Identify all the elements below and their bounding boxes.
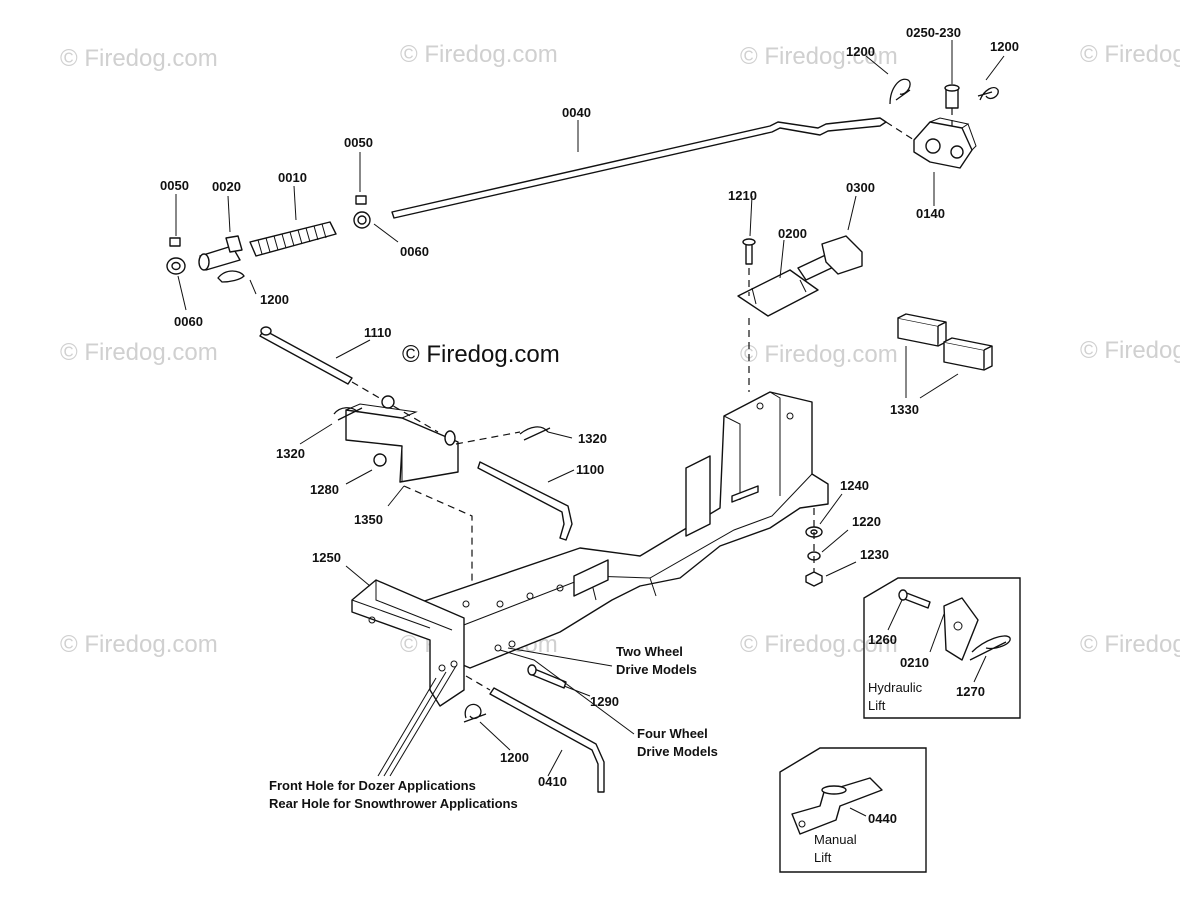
callout-1200: 1200	[500, 750, 529, 765]
callout-0250-230: 0250-230	[906, 25, 961, 40]
callout-0050: 0050	[344, 135, 373, 150]
watermark: © Firedog.com	[740, 631, 898, 658]
spring-assembly	[166, 195, 371, 283]
bracket-0200	[737, 238, 819, 392]
hairpin-clip	[463, 703, 487, 723]
note-two-wheel-line1: Two Wheel	[616, 644, 683, 659]
note-two-wheel-line2: Drive Models	[616, 662, 697, 677]
callout-1260: 1260	[868, 632, 897, 647]
callout-0010: 0010	[278, 170, 307, 185]
rod-0040	[391, 117, 887, 219]
callout-1330: 1330	[890, 402, 919, 417]
hardware-stack	[805, 508, 823, 587]
callout-1100: 1100	[576, 462, 604, 477]
pin-0250-230	[944, 84, 960, 109]
watermark: © Firedog.com	[740, 341, 898, 368]
hydraulic-caption-line2: Lift	[868, 698, 886, 713]
callout-1250: 1250	[312, 550, 341, 565]
callout-1210: 1210	[728, 188, 757, 203]
watermark: © Firedog.com	[1080, 631, 1180, 658]
callout-1320: 1320	[276, 446, 305, 461]
watermark: © Firedog.com	[1080, 41, 1180, 68]
callout-1350: 1350	[354, 512, 383, 527]
callout-0300: 0300	[846, 180, 875, 195]
bracket-0140	[885, 108, 977, 169]
callout-0040: 0040	[562, 105, 591, 120]
callout-1200: 1200	[846, 44, 875, 59]
weights-1330	[897, 313, 993, 371]
callout-1200: 1200	[260, 292, 289, 307]
callout-1110: 1110	[364, 325, 392, 340]
callout-1230: 1230	[860, 547, 889, 562]
callout-1280: 1280	[310, 482, 339, 497]
callout-1270: 1270	[956, 684, 985, 699]
note-four-wheel-line1: Four Wheel	[637, 726, 708, 741]
watermark: © Firedog.com	[740, 43, 898, 70]
callout-1220: 1220	[852, 514, 881, 529]
callout-0020: 0020	[212, 179, 241, 194]
rod-1100	[477, 461, 573, 541]
callout-0060: 0060	[400, 244, 429, 259]
hydraulic-lift-inset	[863, 577, 1021, 719]
rod-0410	[465, 675, 605, 793]
lift-pin-0300	[797, 235, 863, 281]
callout-labels: 0250-230 1200 1200 0040 0140 0050 0050 0…	[160, 25, 1019, 826]
watermark-main: © Firedog.com	[402, 341, 560, 368]
bracket-1350	[333, 395, 551, 596]
bolt-1290	[527, 664, 567, 689]
watermark: © Firedog.com	[60, 339, 218, 366]
callout-0050: 0050	[160, 178, 189, 193]
callout-0140: 0140	[916, 206, 945, 221]
callout-0200: 0200	[778, 226, 807, 241]
inset-captions: Hydraulic Lift Manual Lift	[814, 680, 923, 865]
front-bracket-1250	[351, 579, 465, 707]
compression-spring-0010	[249, 221, 337, 257]
callout-1240: 1240	[840, 478, 869, 493]
manual-caption-line1: Manual	[814, 832, 857, 847]
watermarks: © Firedog.com © Firedog.com © Firedog.co…	[60, 41, 1180, 658]
note-four-wheel-line2: Drive Models	[637, 744, 718, 759]
leader-lines	[175, 40, 1005, 817]
watermark: © Firedog.com	[1080, 337, 1180, 364]
hairpin-clip	[889, 78, 911, 105]
main-frame	[403, 391, 829, 669]
callout-0410: 0410	[538, 774, 567, 789]
watermark: © Firedog.com	[60, 631, 218, 658]
watermark: © Firedog.com	[400, 41, 558, 68]
callout-1320: 1320	[578, 431, 607, 446]
hairpin-clip	[977, 86, 999, 101]
callout-0210: 0210	[900, 655, 929, 670]
note-holes-line2: Rear Hole for Snowthrower Applications	[269, 796, 518, 811]
callout-1290: 1290	[590, 694, 619, 709]
manual-caption-line2: Lift	[814, 850, 832, 865]
callout-0440: 0440	[868, 811, 897, 826]
hydraulic-caption-line1: Hydraulic	[868, 680, 923, 695]
callout-1200: 1200	[990, 39, 1019, 54]
callout-0060: 0060	[174, 314, 203, 329]
manual-lift-inset	[779, 747, 927, 873]
notes: Two Wheel Drive Models Four Wheel Drive …	[269, 644, 718, 811]
rod-1110	[259, 326, 439, 433]
note-holes-line1: Front Hole for Dozer Applications	[269, 778, 476, 793]
watermark: © Firedog.com	[60, 45, 218, 72]
